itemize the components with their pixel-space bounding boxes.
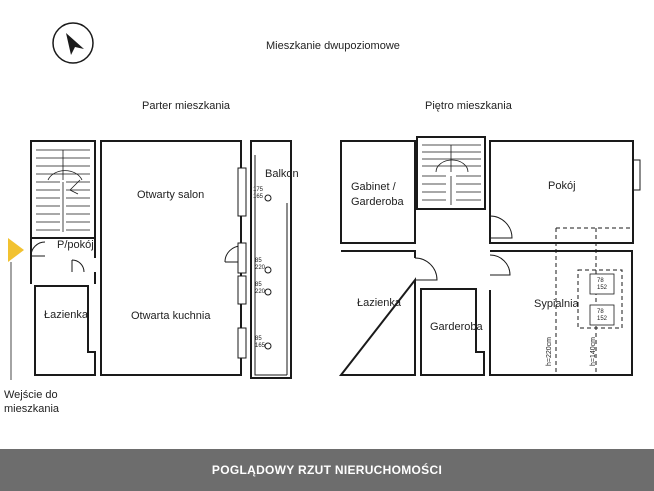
- room-label-study-line1: Gabinet /: [351, 181, 396, 193]
- window-mark-2-top: 85: [255, 258, 262, 264]
- window-mark-2-bottom: 220: [255, 265, 266, 271]
- footer-banner: POGLĄDOWY RZUT NIERUCHOMOŚCI: [0, 449, 654, 491]
- entrance-arrow-icon: [8, 238, 24, 262]
- entrance-label-line1: Wejście do: [4, 389, 58, 401]
- skylight-mark-1-top: 78: [597, 278, 604, 284]
- ground-hall-walls: [30, 238, 96, 284]
- north-arrow-icon: [52, 22, 94, 64]
- window-mark-4-top: 85: [255, 336, 262, 342]
- upper-study-walls: [340, 140, 416, 244]
- ground-staircase: [30, 140, 96, 239]
- upper-room-walls: [489, 140, 634, 244]
- plan-title: Mieszkanie dwupoziomowe: [266, 40, 400, 52]
- height-label-140: h=140cm: [590, 337, 597, 366]
- window-mark-1-top: 175: [253, 187, 264, 193]
- room-label-kitchen: Otwarta kuchnia: [131, 310, 211, 322]
- ground-floor-heading: Parter mieszkania: [142, 100, 231, 112]
- window-mark-4-bottom: 165: [255, 343, 266, 349]
- room-label-wardrobe: Garderoba: [430, 321, 483, 333]
- upper-bathroom-walls: [338, 250, 416, 376]
- height-label-220: h=220cm: [546, 337, 553, 366]
- upper-staircase: [416, 136, 486, 210]
- entrance-label-line2: mieszkania: [4, 403, 60, 415]
- upper-bedroom-walls: [489, 250, 633, 376]
- upper-floor-heading: Piętro mieszkania: [425, 100, 512, 112]
- room-label-balcony: Balkon: [265, 168, 299, 180]
- plan-drawing: [8, 136, 641, 380]
- room-label-ground-bathroom: Łazienka: [44, 309, 89, 321]
- room-label-study-line2: Garderoba: [351, 196, 404, 208]
- room-label-hall: P/pokój: [57, 239, 94, 251]
- ground-balcony-walls: [250, 140, 292, 379]
- room-label-bedroom: Sypialnia: [534, 298, 579, 310]
- skylight-mark-2-bottom: 152: [597, 316, 608, 322]
- window-mark-3-bottom: 220: [255, 289, 266, 295]
- room-label-upper-bathroom: Łazienka: [357, 297, 402, 309]
- window-mark-1-bottom: 165: [253, 194, 264, 200]
- room-label-room: Pokój: [548, 180, 576, 192]
- skylight-mark-2-top: 78: [597, 309, 604, 315]
- ground-salon-walls: [100, 140, 242, 376]
- upper-wardrobe-walls: [420, 288, 485, 376]
- skylight-mark-1-bottom: 152: [597, 285, 608, 291]
- room-label-salon: Otwarty salon: [137, 189, 205, 201]
- window-mark-3-top: 85: [255, 282, 262, 288]
- ground-bathroom-walls: [34, 285, 96, 376]
